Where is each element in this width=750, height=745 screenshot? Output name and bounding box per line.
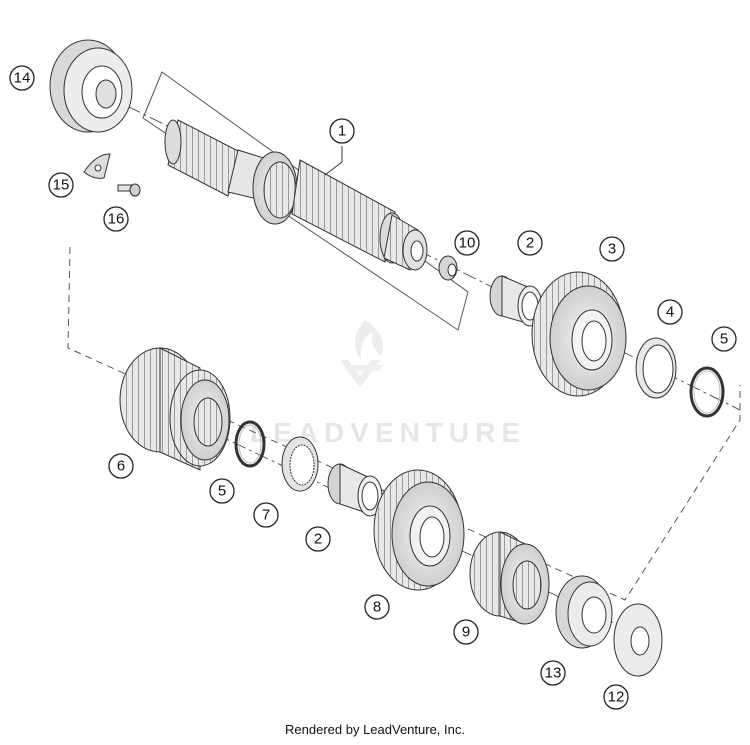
- svg-text:13: 13: [545, 665, 562, 682]
- callout-6: 6: [108, 453, 134, 479]
- callout-10: 10: [454, 230, 480, 256]
- svg-text:14: 14: [14, 70, 31, 87]
- svg-text:12: 12: [608, 689, 625, 706]
- callout-5-lower: 5: [209, 478, 235, 504]
- part-bolt-16: [117, 183, 141, 197]
- watermark-logo: [340, 320, 383, 388]
- callout-14: 14: [9, 65, 35, 91]
- part-washer-10: [438, 255, 458, 281]
- svg-text:15: 15: [53, 177, 70, 194]
- svg-text:10: 10: [459, 235, 476, 252]
- part-bearing-14: [49, 39, 133, 133]
- part-gear-9: [469, 531, 550, 625]
- svg-text:3: 3: [608, 241, 616, 258]
- svg-text:2: 2: [314, 531, 322, 548]
- part-main-shaft-1: [164, 119, 428, 271]
- callout-5-upper: 5: [711, 326, 737, 352]
- svg-text:9: 9: [462, 624, 470, 641]
- svg-text:5: 5: [720, 331, 728, 348]
- callout-12: 12: [603, 684, 629, 710]
- svg-text:8: 8: [373, 599, 381, 616]
- part-bearing-13: [555, 575, 613, 649]
- part-double-gear-6: [119, 347, 231, 471]
- callout-4: 4: [657, 299, 683, 325]
- part-needle-bearing-2-lower: [327, 463, 383, 517]
- svg-text:2: 2: [526, 235, 534, 252]
- footer-credit: Rendered by LeadVenture, Inc.: [285, 722, 465, 737]
- part-shim-12: [613, 603, 663, 677]
- callout-2-upper: 2: [517, 230, 543, 256]
- part-circlip-5-upper: [689, 366, 725, 418]
- callout-8: 8: [364, 594, 390, 620]
- svg-text:1: 1: [338, 123, 346, 140]
- callout-2-lower: 2: [305, 526, 331, 552]
- callout-16: 16: [103, 206, 129, 232]
- callout-15: 15: [48, 172, 74, 198]
- callout-1: 1: [329, 118, 355, 144]
- callout-7: 7: [253, 502, 279, 528]
- lower-assembly-dashed-box: [67, 246, 741, 601]
- svg-text:6: 6: [117, 458, 125, 475]
- part-thrust-washer-4: [635, 337, 677, 399]
- svg-text:5: 5: [218, 483, 226, 500]
- part-splined-washer-7: [281, 436, 319, 492]
- svg-text:7: 7: [262, 507, 270, 524]
- part-gear-8: [373, 469, 465, 591]
- svg-text:16: 16: [108, 211, 125, 228]
- part-circlip-5-lower: [234, 420, 266, 468]
- callout-3: 3: [599, 236, 625, 262]
- part-lock-plate-15: [83, 153, 111, 179]
- svg-text:4: 4: [666, 304, 674, 321]
- callout-13: 13: [540, 660, 566, 686]
- callout-9: 9: [453, 619, 479, 645]
- part-gear-3: [531, 271, 627, 397]
- callout-1-leader: [324, 146, 343, 176]
